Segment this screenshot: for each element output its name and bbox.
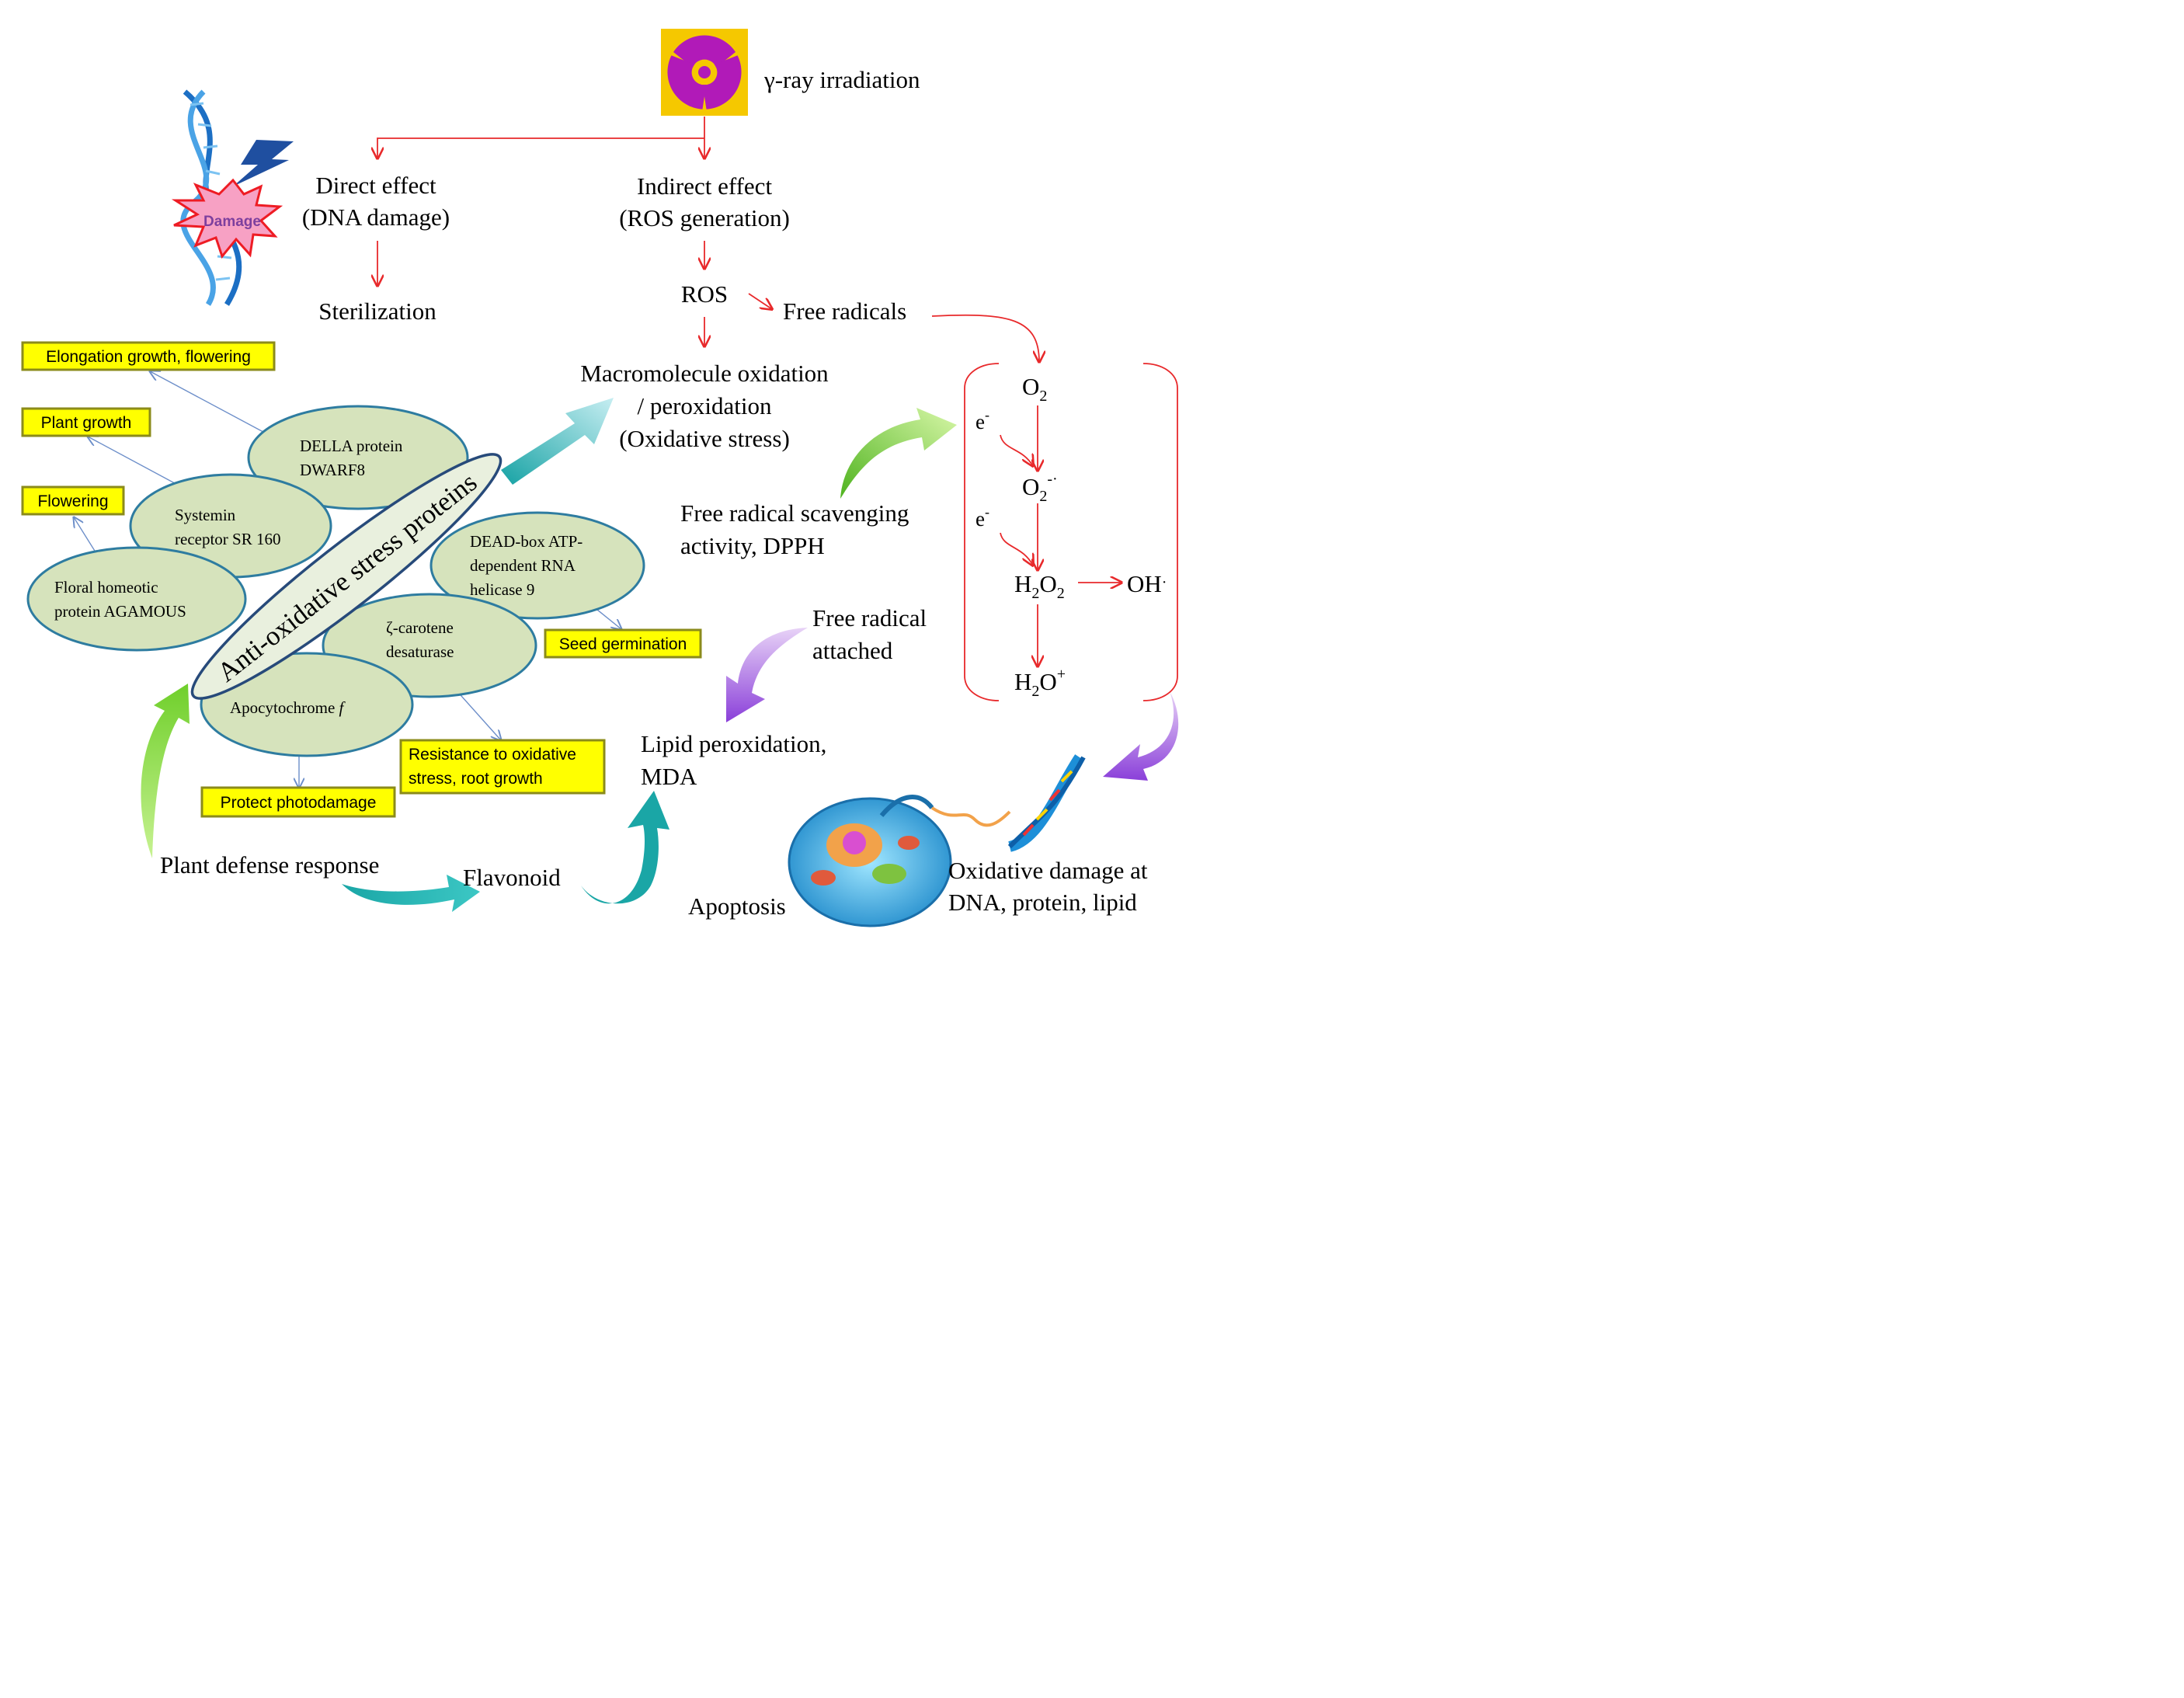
svg-text:Apocytochrome f: Apocytochrome f: [230, 698, 346, 717]
irradiation-label: γ-ray irradiation: [763, 66, 920, 93]
function-box-flowering: Flowering: [21, 485, 125, 516]
svg-text:desaturase: desaturase: [386, 642, 454, 661]
apoptosis-label: Apoptosis: [688, 892, 786, 920]
svg-text:dependent RNA: dependent RNA: [470, 556, 576, 575]
direct-effect-sub: (DNA damage): [302, 204, 450, 231]
function-box-resistance: Resistance to oxidative stress, root gro…: [399, 739, 606, 795]
scavenging-sub: activity, DPPH: [680, 532, 825, 559]
svg-text:DWARF8: DWARF8: [300, 461, 365, 479]
defense-label: Plant defense response: [160, 851, 379, 879]
svg-text:Resistance to oxidative: Resistance to oxidative: [409, 746, 576, 764]
ros-label: ROS: [681, 280, 728, 308]
direct-effect-label: Direct effect: [315, 172, 436, 199]
protein-della: DELLA protein DWARF8: [247, 405, 469, 510]
hydroxyl-label: OH·: [1127, 570, 1167, 597]
svg-text:Elongation growth, flowering: Elongation growth, flowering: [46, 348, 251, 366]
attached-label: Free radical: [812, 604, 927, 632]
function-box-elongation: Elongation growth, flowering: [21, 341, 276, 371]
svg-text:Systemin: Systemin: [175, 506, 236, 524]
protein-agamous: Floral homeotic protein AGAMOUS: [26, 546, 247, 652]
oxidative-damage-label: Oxidative damage at: [948, 857, 1148, 884]
ros-reaction-chain: O2 O2-· H2O2 OH· H2O+ e- e-: [975, 373, 1167, 700]
superoxide-label: O2-·: [1022, 471, 1058, 505]
dna-damage-icon: Damage: [171, 89, 294, 306]
electron-label-1: e-: [975, 407, 989, 433]
free-radicals-label: Free radicals: [783, 297, 906, 325]
function-box-seed-germination: Seed germination: [544, 628, 702, 659]
o2-label: O2: [1022, 373, 1047, 405]
svg-text:DELLA protein: DELLA protein: [300, 437, 403, 455]
svg-text:stress, root growth: stress, root growth: [409, 770, 543, 788]
function-box-protect: Protect photodamage: [200, 786, 396, 818]
svg-text:Flowering: Flowering: [37, 492, 108, 510]
attached-sub: attached: [812, 637, 893, 664]
oxidative-damage-sub: DNA, protein, lipid: [948, 889, 1137, 916]
teal-arrow-lipid: [581, 791, 669, 904]
indirect-effect-sub: (ROS generation): [619, 204, 790, 231]
scavenging-label: Free radical scavenging: [680, 499, 909, 527]
damage-badge: Damage: [203, 214, 261, 230]
lipid-sub: MDA: [641, 763, 697, 790]
h2o2-label: H2O2: [1014, 570, 1065, 602]
purple-arrow-attached: [726, 628, 808, 722]
macromolecule-label: Macromolecule oxidation: [580, 360, 829, 387]
svg-text:Seed germination: Seed germination: [559, 635, 687, 653]
green-arrow-scavenging: [840, 408, 957, 499]
top-flow-arrows: [377, 117, 1039, 362]
svg-text:Protect photodamage: Protect photodamage: [221, 794, 377, 812]
sterilization-label: Sterilization: [318, 297, 436, 325]
green-arrow-defense: [141, 684, 190, 858]
flavonoid-label: Flavonoid: [463, 864, 561, 891]
electron-label-2: e-: [975, 504, 989, 531]
ros-reaction-bracket: [964, 363, 1178, 701]
svg-text:receptor SR 160: receptor SR 160: [175, 530, 280, 548]
svg-text:ζ-carotene: ζ-carotene: [386, 618, 454, 637]
cell-dna-illustration: [788, 754, 1086, 927]
teal-arrow-flavonoid: [342, 875, 480, 912]
teal-arrow-oxidation: [501, 398, 614, 485]
indirect-effect-label: Indirect effect: [637, 172, 773, 200]
protein-apocytochrome: Apocytochrome f: [200, 652, 414, 757]
svg-text:Plant growth: Plant growth: [41, 414, 132, 432]
svg-text:protein AGAMOUS: protein AGAMOUS: [54, 602, 186, 621]
purple-arrow-oxidative-damage: [1103, 691, 1179, 781]
function-box-plant-growth: Plant growth: [21, 407, 151, 437]
lipid-label: Lipid peroxidation,: [641, 730, 826, 757]
diagram-canvas: γ-ray irradiation Damage Direct effect (…: [21, 29, 1179, 927]
macromolecule-sub2: (Oxidative stress): [619, 425, 790, 452]
protein-dead-box: DEAD-box ATP- dependent RNA helicase 9: [429, 511, 645, 620]
svg-text:helicase 9: helicase 9: [470, 580, 534, 599]
radiation-icon: [661, 29, 748, 116]
macromolecule-sub1: / peroxidation: [637, 392, 772, 419]
h2o-label: H2O+: [1014, 666, 1066, 700]
svg-text:Floral homeotic: Floral homeotic: [54, 578, 158, 597]
svg-text:DEAD-box ATP-: DEAD-box ATP-: [470, 532, 583, 551]
